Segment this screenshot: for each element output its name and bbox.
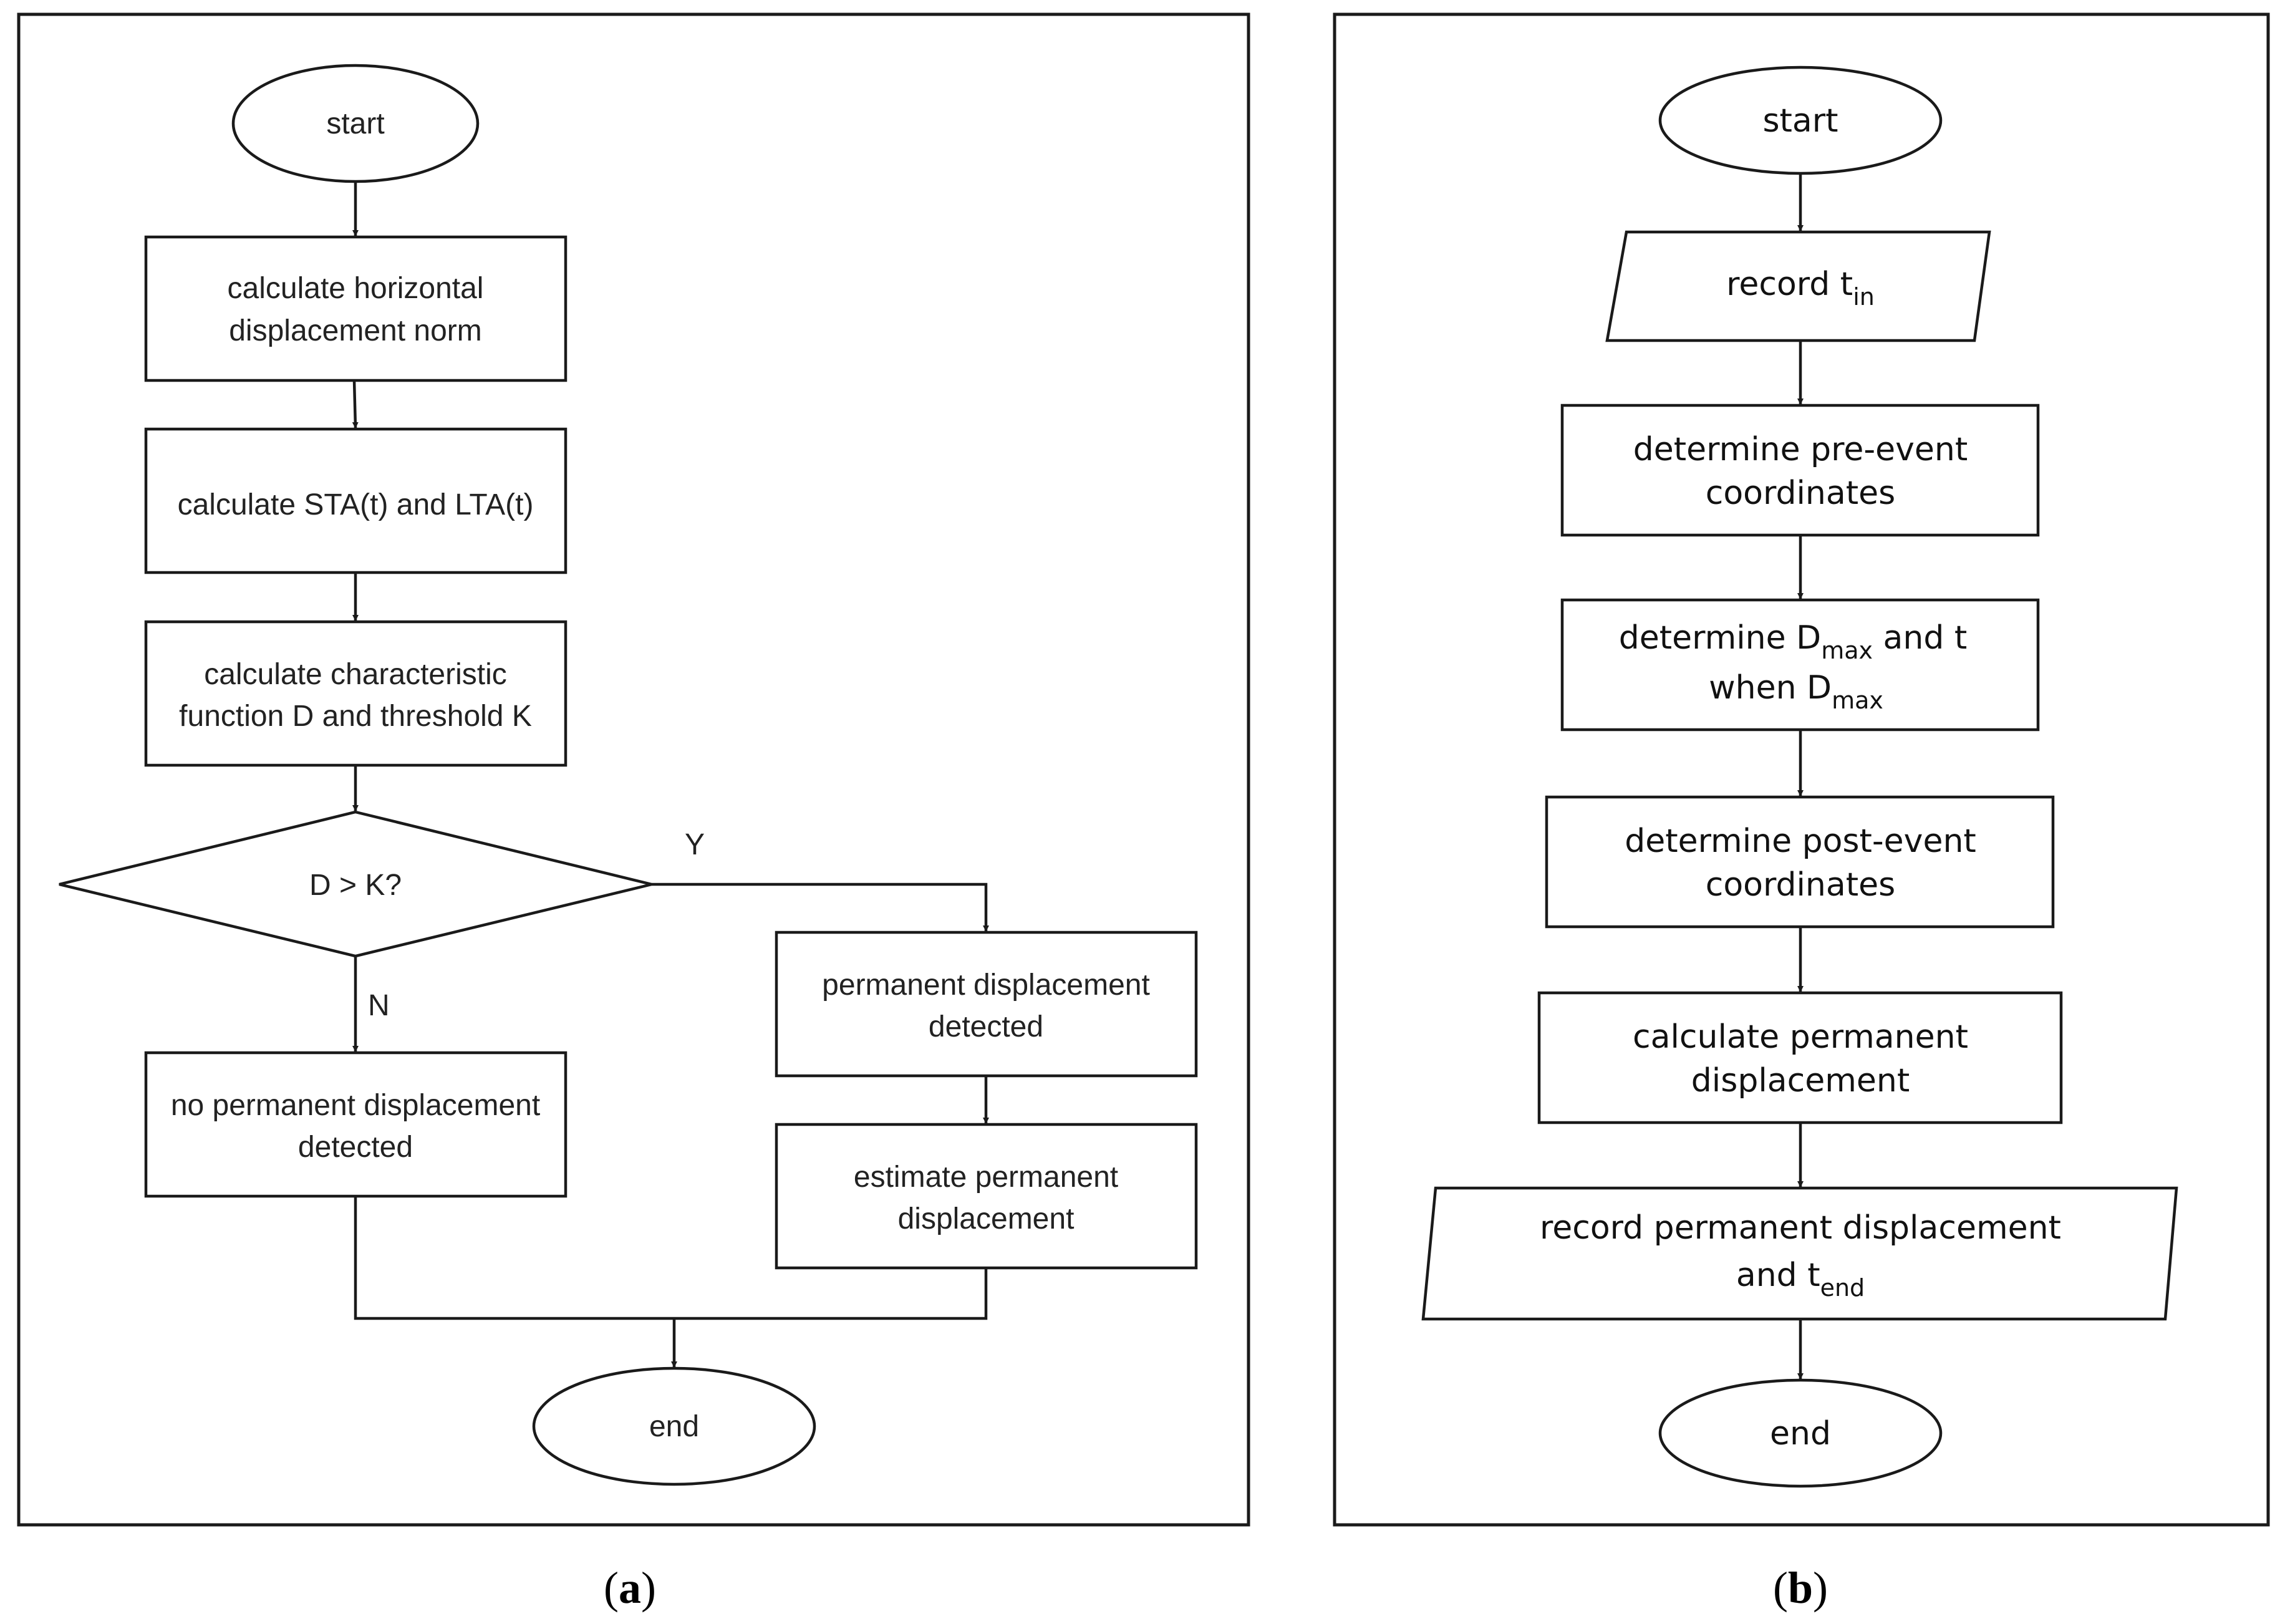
calc-sta-lta-label: calculate STA(t) and LTA(t)	[178, 488, 534, 521]
calc-permanent-box	[1537, 991, 2063, 1124]
end-label-b: end	[1770, 1415, 1831, 1452]
calc-characteristic-line1: calculate characteristic	[204, 658, 507, 691]
calc-horizontal-norm-line2: displacement norm	[229, 314, 482, 347]
connector-no-to-merge	[354, 1196, 674, 1320]
estimate-displacement-box	[775, 1123, 1198, 1270]
no-label: N	[368, 989, 390, 1022]
end-terminal-b	[1658, 1378, 1943, 1488]
pre-event-line1: determine pre-event	[1633, 431, 1968, 468]
end-label: end	[649, 1410, 699, 1443]
record-tin-label: record tin	[1726, 266, 1875, 311]
calc-characteristic-line2: function D and threshold K	[179, 700, 532, 733]
record-permanent-io	[1421, 1186, 2178, 1321]
no-displacement-box	[144, 1051, 568, 1198]
calc-permanent-line2: displacement	[1691, 1062, 1910, 1100]
calc-characteristic-box	[144, 620, 568, 767]
displacement-detected-line2: detected	[929, 1010, 1043, 1043]
yes-label: Y	[685, 828, 705, 861]
displacement-detected-line1: permanent displacement	[822, 969, 1150, 1002]
end-terminal	[532, 1366, 816, 1486]
arrow-step1-to-step2	[352, 380, 359, 428]
start-label-b: start	[1762, 102, 1838, 140]
no-displacement-line1: no permanent displacement	[171, 1089, 540, 1122]
post-event-box	[1545, 795, 2055, 929]
panel-a: start calculate horizontal displacement …	[17, 12, 1250, 1613]
displacement-detected-box	[775, 930, 1198, 1078]
calc-horizontal-norm-box	[144, 235, 568, 382]
connector-estimate-to-merge	[674, 1268, 988, 1320]
post-event-line2: coordinates	[1706, 866, 1895, 904]
post-event-line1: determine post-event	[1625, 823, 1976, 860]
record-permanent-line2: and tend	[1736, 1257, 1865, 1302]
panel-b: start record tin determine pre-event coo…	[1333, 12, 2270, 1613]
arrow-decision-to-yes	[652, 882, 989, 932]
pre-event-line2: coordinates	[1706, 475, 1895, 512]
decision-label: D > K?	[309, 869, 402, 902]
caption-a: (a)	[604, 1563, 656, 1613]
calc-horizontal-norm-line1: calculate horizontal	[228, 272, 484, 305]
dmax-line1: determine Dmax and t	[1619, 619, 1968, 664]
estimate-displacement-line1: estimate permanent	[854, 1161, 1118, 1194]
record-tin-io	[1605, 230, 1991, 342]
pre-event-box	[1560, 404, 2040, 537]
start-label: start	[326, 107, 384, 140]
no-displacement-line2: detected	[298, 1131, 413, 1164]
caption-b: (b)	[1773, 1563, 1828, 1613]
record-permanent-line1: record permanent displacement	[1540, 1209, 2061, 1247]
dmax-line2: when Dmax	[1709, 669, 1883, 714]
calc-permanent-line1: calculate permanent	[1633, 1018, 1968, 1056]
calc-sta-lta-box	[144, 427, 568, 574]
estimate-displacement-line2: displacement	[898, 1202, 1075, 1235]
